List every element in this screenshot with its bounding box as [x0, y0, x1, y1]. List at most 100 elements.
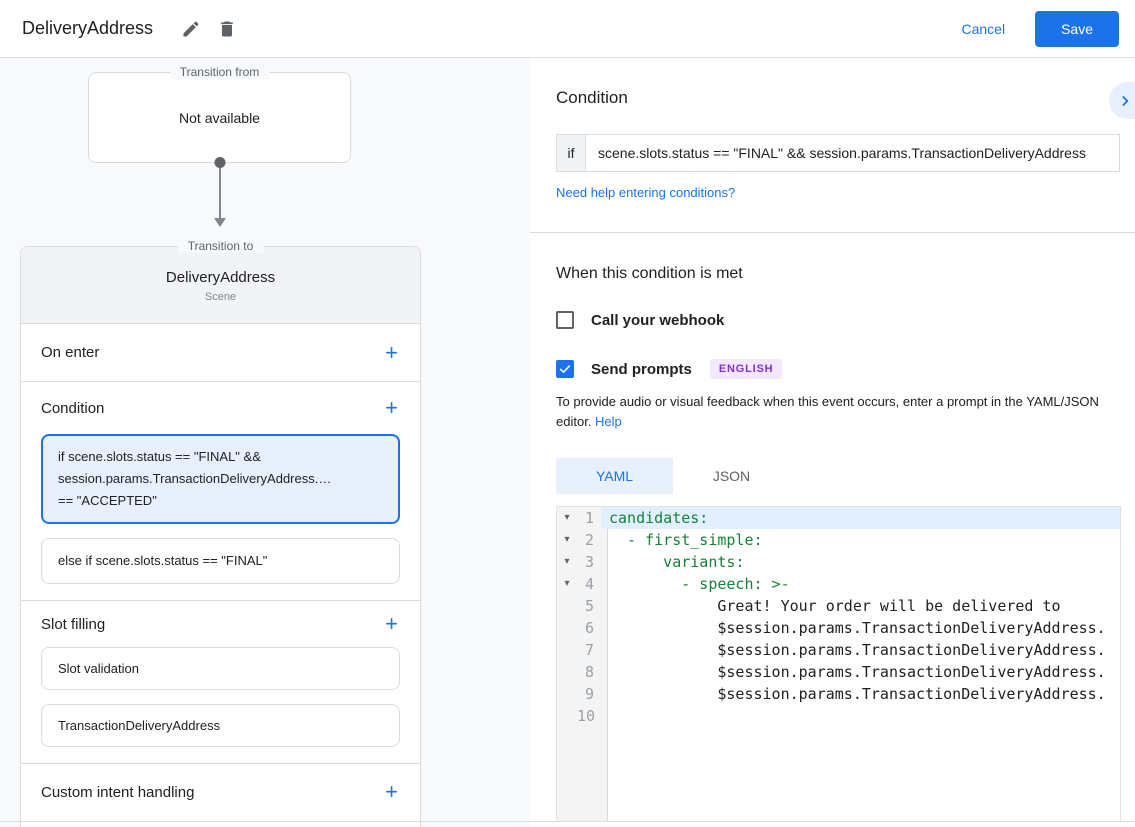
code-line: $session.params.TransactionDeliveryAddre… — [609, 619, 1106, 637]
yaml-code-editor[interactable]: ▾ 1 candidates: ▾ 2 - first_simple: ▾ 3 … — [556, 506, 1121, 822]
page-title: DeliveryAddress — [22, 18, 154, 38]
if-prefix-label: if — [556, 134, 585, 172]
code-line: $session.params.TransactionDeliveryAddre… — [609, 641, 1106, 659]
condition-line: == "ACCEPTED" — [58, 493, 157, 508]
code-row: 6 $session.params.TransactionDeliveryAdd… — [557, 617, 1120, 639]
delete-button[interactable] — [209, 11, 245, 47]
scene-name: DeliveryAddress — [165, 269, 276, 286]
slot-validation-card[interactable]: Slot validation — [41, 647, 400, 690]
tab-json[interactable]: JSON — [712, 468, 751, 484]
condition-section: Condition + if scene.slots.status == "FI… — [21, 382, 420, 601]
line-number: 4 — [584, 575, 594, 593]
code-row: 8 $session.params.TransactionDeliveryAdd… — [557, 661, 1120, 683]
section-divider — [530, 232, 1135, 233]
help-link[interactable]: Help — [595, 414, 622, 429]
save-button[interactable]: Save — [1035, 10, 1119, 47]
line-number: 2 — [584, 531, 594, 549]
webhook-row: Call your webhook — [556, 311, 1121, 329]
code-line: $session.params.TransactionDeliveryAddre… — [609, 685, 1106, 703]
add-on-enter-button[interactable]: + — [385, 339, 398, 365]
transition-to-legend: Transition to — [177, 239, 264, 253]
fold-arrow-icon — [557, 683, 577, 705]
send-prompts-label: Send prompts — [591, 360, 692, 378]
editor-tabs: YAML JSON — [556, 458, 1121, 494]
code-line: - speech: >- — [609, 575, 790, 593]
condition-line: else if scene.slots.status == "FINAL" — [58, 553, 268, 568]
edit-button[interactable] — [173, 11, 209, 47]
line-number: 5 — [584, 597, 594, 615]
editor-gutter — [557, 507, 608, 822]
condition-line: if scene.slots.status == "FINAL" && — [58, 449, 261, 464]
add-slot-button[interactable]: + — [385, 611, 398, 636]
fold-arrow-icon[interactable]: ▾ — [564, 556, 570, 567]
code-row: 9 $session.params.TransactionDeliveryAdd… — [557, 683, 1120, 705]
code-line: candidates: — [601, 507, 1120, 529]
slot-filling-label: Slot filling — [41, 615, 106, 633]
code-row: ▾ 2 - first_simple: — [557, 529, 1120, 551]
when-met-heading: When this condition is met — [556, 265, 743, 282]
line-number: 3 — [584, 553, 594, 571]
fold-arrow-icon[interactable]: ▾ — [564, 534, 570, 545]
fold-arrow-icon — [557, 617, 577, 639]
fold-arrow-icon — [557, 661, 577, 683]
call-webhook-label: Call your webhook — [591, 311, 725, 329]
bottom-divider — [0, 821, 1135, 822]
scene-type-label: Scene — [204, 291, 237, 303]
condition-line: session.params.TransactionDeliveryAddres… — [58, 471, 332, 486]
line-number: 9 — [584, 685, 594, 703]
fold-arrow-icon — [557, 595, 577, 617]
pencil-icon — [181, 19, 201, 39]
checkmark-icon — [558, 362, 572, 376]
transition-from-node: Transition from Not available — [88, 65, 351, 168]
flow-arrowhead-icon — [214, 218, 226, 227]
add-condition-button[interactable]: + — [385, 395, 398, 420]
prompts-description: To provide audio or visual feedback when… — [556, 392, 1121, 432]
code-line: - first_simple: — [609, 531, 763, 549]
line-number: 7 — [584, 641, 594, 659]
line-number: 10 — [577, 707, 596, 725]
cancel-button[interactable]: Cancel — [961, 20, 1006, 37]
condition-card[interactable]: else if scene.slots.status == "FINAL" — [41, 538, 400, 584]
line-number: 1 — [584, 509, 594, 527]
condition-editor-panel: Condition if Need help entering conditio… — [530, 58, 1135, 822]
custom-intent-label: Custom intent handling — [41, 783, 195, 801]
code-row: ▾ 4 - speech: >- — [557, 573, 1120, 595]
condition-card-selected[interactable]: if scene.slots.status == "FINAL" && sess… — [41, 434, 400, 524]
condition-heading: Condition — [556, 88, 628, 107]
condition-expression-input[interactable] — [585, 134, 1120, 172]
trash-icon — [217, 19, 237, 39]
fold-arrow-icon[interactable]: ▾ — [564, 578, 570, 589]
code-row: 7 $session.params.TransactionDeliveryAdd… — [557, 639, 1120, 661]
code-line: Great! Your order will be delivered to — [609, 597, 1061, 615]
flow-arrow-line — [219, 168, 221, 218]
fold-arrow-icon — [557, 639, 577, 661]
slot-card[interactable]: TransactionDeliveryAddress — [41, 704, 400, 747]
line-number: 6 — [584, 619, 594, 637]
on-enter-section: On enter + — [21, 324, 420, 382]
on-enter-label: On enter — [41, 344, 100, 361]
flow-connector-dot — [214, 157, 225, 168]
language-badge: ENGLISH — [709, 359, 783, 379]
transition-to-card: Transition to DeliveryAddress Scene On e… — [20, 239, 421, 827]
code-line — [601, 705, 1120, 727]
transition-from-value: Not available — [179, 109, 260, 126]
condition-section-label: Condition — [41, 399, 105, 417]
scene-header[interactable]: DeliveryAddress Scene — [21, 247, 420, 324]
code-line: $session.params.TransactionDeliveryAddre… — [609, 663, 1106, 681]
tab-yaml[interactable]: YAML — [556, 458, 673, 494]
condition-expression-row: if — [556, 134, 1120, 172]
code-row: 10 — [557, 705, 1120, 727]
code-row: ▾ 1 candidates: — [557, 507, 1120, 529]
add-custom-intent-button[interactable]: + — [385, 779, 398, 804]
call-webhook-checkbox[interactable] — [556, 311, 574, 329]
condition-help-link[interactable]: Need help entering conditions? — [556, 185, 736, 200]
collapse-panel-button[interactable] — [1109, 82, 1135, 119]
fold-arrow-icon — [557, 705, 577, 727]
fold-arrow-icon[interactable]: ▾ — [564, 512, 570, 523]
code-line: variants: — [609, 553, 745, 571]
description-text: To provide audio or visual feedback when… — [556, 394, 1099, 429]
transition-from-legend: Transition from — [169, 65, 270, 79]
top-bar: DeliveryAddress Cancel Save — [0, 0, 1135, 58]
scene-diagram-panel: Transition from Not available Transition… — [0, 58, 530, 827]
send-prompts-checkbox[interactable] — [556, 360, 574, 378]
